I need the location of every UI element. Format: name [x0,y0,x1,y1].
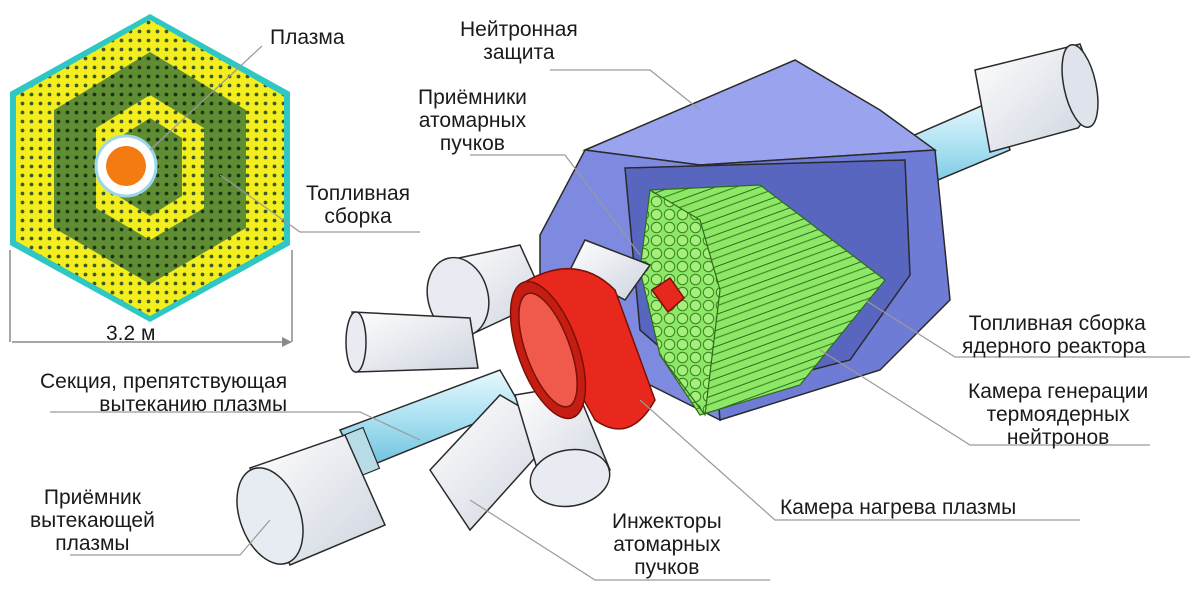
label-reactor-fuel-line2: ядерного реактора [962,335,1146,358]
label-plasma-text: Плазма [270,26,345,49]
fuel-rod-bundle [639,184,886,417]
label-dimension-text: 3.2 м [106,322,156,345]
label-plasma: Плазма [270,26,345,49]
label-outflow-section-line2: вытеканию плазмы [99,393,288,416]
label-fuel-assembly: Топливная сборка [306,182,410,228]
leader-plasma [149,45,263,151]
label-beam-receivers-line2: атомарных [418,109,527,132]
leader-beam-receivers [470,154,641,256]
label-neutron-shield-line2: защита [483,41,555,64]
leader-outflow-receiver [70,519,271,556]
injector-left [351,311,479,373]
leader-fuel-assembly [219,174,420,233]
label-neutron-chamber-line2: термоядерных [986,403,1130,426]
leader-lines [50,45,1190,581]
leader-injectors [469,499,770,581]
leader-reactor-fuel [864,299,1190,358]
label-beam-receivers-line3: пучков [439,132,505,155]
label-reactor-fuel-line1: Топливная сборка [968,312,1146,335]
heating-chamber-ring [509,267,686,430]
label-injectors-line2: атомарных [613,533,721,556]
label-neutron-chamber: Камера генерации термоядерных нейтронов [968,380,1148,449]
leader-neutron-shield [550,69,701,111]
leader-neutron-chamber [819,349,1150,446]
label-dimension: 3.2 м [106,322,155,345]
label-injectors-line3: пучков [634,556,700,579]
label-outflow-receiver-line3: плазмы [55,532,130,555]
label-outflow-receiver: Приёмник вытекающей плазмы [30,486,155,555]
plasma-core [106,146,146,186]
label-neutron-chamber-line3: нейтронов [1006,426,1110,449]
label-neutron-chamber-line1: Камера генерации [968,380,1149,403]
label-outflow-section-line1: Секция, препятствующая [40,370,288,393]
shield-top-face [582,59,938,166]
leader-outflow-section [50,411,421,441]
injector-cylinders [345,239,652,532]
leader-heating-chamber [639,399,1080,521]
label-injectors-line1: Инжекторы [612,510,722,533]
label-heating-chamber-text: Камера нагрева плазмы [780,496,1017,519]
label-fuel-assembly-line2: сборка [324,205,392,228]
label-fuel-assembly-line1: Топливная [306,182,411,205]
label-reactor-fuel-assembly: Топливная сборка ядерного реактора [962,312,1146,358]
label-heating-chamber: Камера нагрева плазмы [780,496,1016,519]
right-receiver-cylinder [974,43,1099,153]
dimension-line [9,250,293,347]
label-neutron-shield: Нейтронная защита [460,18,578,64]
injector-upper [569,239,652,301]
label-neutron-shield-line1: Нейтронная [460,18,578,41]
beam-receiver-marker [650,276,686,314]
label-beam-receivers: Приёмники атомарных пучков [418,86,527,155]
core-cross-section [10,14,290,322]
label-outflow-receiver-line1: Приёмник [43,486,141,509]
label-beam-receivers-line1: Приёмники [418,86,527,109]
label-outflow-receiver-line2: вытекающей [30,509,155,532]
label-injectors: Инжекторы атомарных пучков [612,510,722,579]
label-outflow-section: Секция, препятствующая вытеканию плазмы [40,370,287,416]
